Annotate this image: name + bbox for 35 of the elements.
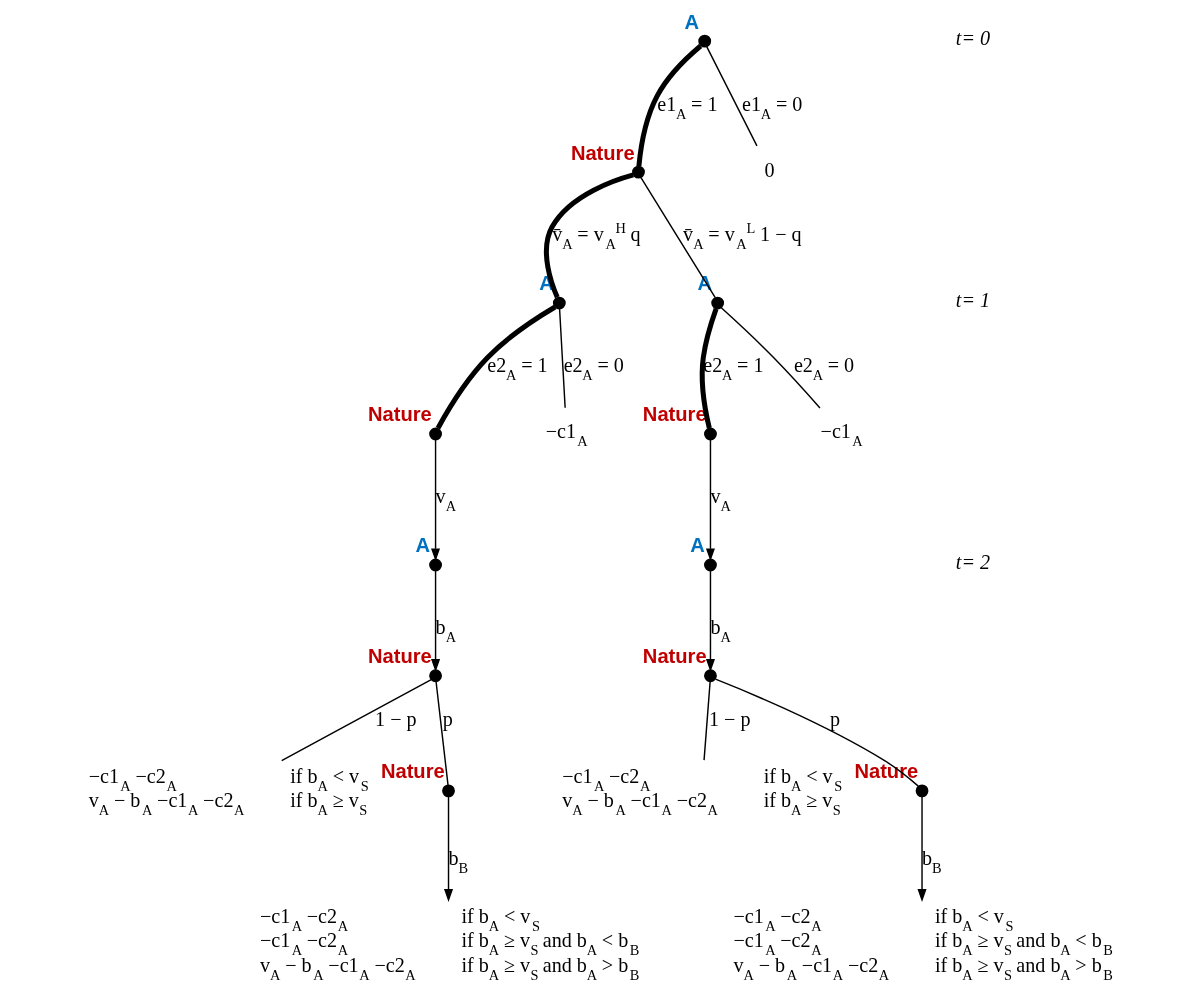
node-text: 0: [764, 159, 775, 182]
node-label: A: [690, 534, 705, 557]
node-label: Nature: [642, 645, 707, 668]
node-text: −c1$_{A}$: [545, 419, 588, 449]
node-label: Nature: [367, 403, 432, 426]
node-label: A: [684, 10, 700, 33]
label: t= 0: [955, 27, 991, 50]
node-label: Nature: [642, 403, 707, 426]
edge-label: b$_{A}$: [710, 616, 731, 646]
node-text: −c1$_{A}$ −c2$_{A}$ if b$_{A}$ < v$_{S}$ −c1$_{A}$ −c2$_{A}$ if b$_{A}$ ≥ v$_{S}$ and b$_{A}$ < b$_{B}$ v$_{A}$ − b$_{A}$ −c1$_{A}$ −c2$_{A}$ if b$_{A}$ ≥ v$_{S}$ and b$_{A}$ > b$_{B}$: [259, 904, 640, 983]
node-label: A: [415, 534, 431, 557]
node-text: −c1$_{A}$ −c2$_{A}$ if b$_{A}$ < v$_{S}$ v$_{A}$ − b$_{A}$ −c1$_{A}$ −c2$_{A}$ if b$_{A}$ ≥ v$_{S}$: [88, 764, 369, 818]
edge-label: b$_{A}$: [435, 616, 457, 646]
edge-label: e1$_{A}$ = 0: [742, 92, 803, 122]
node-label: Nature: [380, 760, 445, 783]
edge-label: v$_{A}$: [710, 485, 731, 515]
edge-label: b$_{B}$: [448, 846, 469, 876]
edge-label: e2$_{A}$ = 0: [793, 354, 855, 384]
label: t= 2: [955, 550, 991, 573]
edge-label: 1 − p: [709, 708, 751, 731]
edge-label: p: [442, 708, 453, 731]
node-text: −c1$_{A}$: [820, 419, 863, 449]
edge-label: v$_{A}$: [435, 485, 457, 515]
edge-label: e2$_{A}$ = 0: [563, 354, 624, 384]
node-label: Nature: [367, 645, 432, 668]
edge-label: e2$_{A}$ = 1: [487, 354, 548, 384]
edge-label: v̄$_{A}$ = v$_{A}$$^{H}$ q: [552, 220, 641, 253]
node-text: −c1$_{A}$ −c2$_{A}$ if b$_{A}$ < v$_{S}$ −c1$_{A}$ −c2$_{A}$ if b$_{A}$ ≥ v$_{S}$ and b$_{A}$ < b$_{B}$ v$_{A}$ − b$_{A}$ −c1$_{A}$ −c2$_{A}$ if b$_{A}$ ≥ v$_{S}$ and b$_{A}$ > b$_{B}$: [733, 904, 1113, 983]
edge-label: p: [829, 708, 840, 731]
edge-label: 1 − p: [375, 708, 417, 731]
node-label: Nature: [570, 141, 635, 164]
edge-label: e1$_{A}$ = 1: [657, 92, 718, 122]
edge-label: v̄$_{A}$ = v$_{A}$$^{L}$ 1 − q: [683, 220, 802, 253]
node-text: −c1$_{A}$ −c2$_{A}$ if b$_{A}$ < v$_{S}$ v$_{A}$ − b$_{A}$ −c1$_{A}$ −c2$_{A}$ if b$_{A}$ ≥ v$_{S}$: [562, 764, 843, 818]
label: t= 1: [955, 288, 991, 311]
